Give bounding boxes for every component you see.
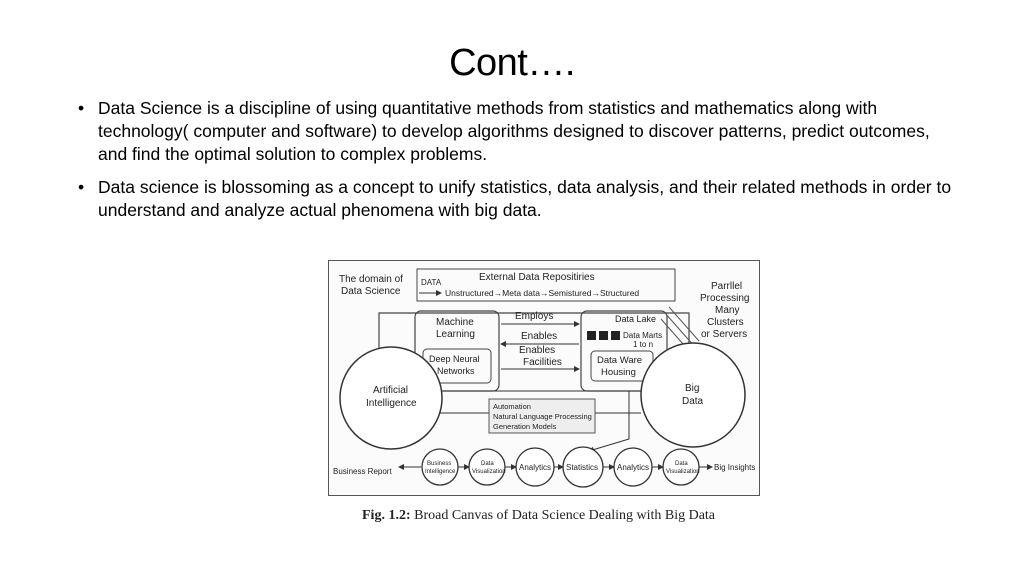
bullet-list: • Data Science is a discipline of using …: [76, 97, 956, 232]
enables-facilities-line2: Facilities: [523, 357, 562, 368]
automation-line3: Generation Models: [493, 422, 557, 431]
dv2-line2: Visualization: [666, 469, 700, 475]
dv2-line1: Data: [675, 461, 688, 467]
parallel-line3: Many: [715, 305, 739, 316]
parallel-line4: Clusters: [707, 317, 744, 328]
figure-caption: Fig. 1.2: Broad Canvas of Data Science D…: [362, 508, 762, 524]
bi-line2: Intelligence: [425, 469, 456, 475]
warehouse-line2: Housing: [601, 367, 636, 378]
employs-label: Employs: [515, 311, 553, 322]
parallel-line5: or Servers: [701, 329, 747, 340]
dataviz-circle-1: [468, 448, 506, 486]
data-mart-3: [611, 331, 620, 340]
external-repos-label: External Data Repositiries: [479, 272, 595, 283]
bullet-text: Data Science is a discipline of using qu…: [98, 98, 930, 164]
data-science-figure: The domain of Data Science External Data…: [328, 260, 760, 496]
ml-line2: Learning: [436, 329, 475, 340]
data-marts-line2: 1 to n: [633, 340, 653, 349]
dnn-line1: Deep Neural: [429, 354, 480, 364]
bigdata-line1: Big: [685, 383, 699, 394]
figure-diagram: The domain of Data Science External Data…: [333, 268, 755, 488]
statistics-label: Statistics: [566, 463, 598, 472]
hatch-line: [668, 306, 700, 342]
analytics-label-2: Analytics: [617, 463, 649, 472]
bigdata-circle: [640, 342, 746, 448]
data-lake-label: Data Lake: [615, 314, 656, 324]
external-repos-box: [416, 268, 676, 302]
bi-line1: Business: [427, 461, 451, 467]
data-mart-2: [599, 331, 608, 340]
ai-circle: [339, 346, 443, 450]
automation-line2: Natural Language Processing: [493, 412, 592, 421]
ml-line1: Machine: [436, 317, 474, 328]
caption-label: Fig. 1.2:: [362, 508, 411, 523]
bullet-dot: •: [78, 98, 85, 118]
down-arrow: [588, 391, 630, 453]
ai-line1: Artificial: [373, 385, 408, 396]
dnn-line2: Networks: [437, 366, 475, 376]
bigdata-line2: Data: [682, 396, 704, 407]
bullet-item: • Data Science is a discipline of using …: [76, 97, 956, 166]
bi-circle: [421, 448, 459, 486]
warehouse-line1: Data Ware: [597, 355, 642, 366]
automation-box: [488, 398, 596, 434]
data-label: DATA: [421, 278, 442, 287]
business-report-label: Business Report: [333, 467, 392, 476]
flow-label: Unstructured→Meta data→Semistured→Struct…: [445, 288, 639, 298]
domain-label-line2: Data Science: [341, 286, 401, 297]
slide-title: Cont….: [449, 42, 575, 84]
caption-text: Broad Canvas of Data Science Dealing wit…: [414, 508, 716, 523]
data-mart-1: [587, 331, 596, 340]
analytics-label-1: Analytics: [519, 463, 551, 472]
big-insights-label: Big Insights: [714, 463, 755, 472]
bullet-text: Data science is blossoming as a concept …: [98, 177, 952, 220]
parallel-line2: Processing: [700, 293, 749, 304]
automation-line1: Automation: [493, 402, 531, 411]
dataviz-circle-2: [662, 448, 700, 486]
hatch-line: [664, 312, 696, 348]
bullet-dot: •: [78, 177, 85, 197]
parallel-line1: Parrllel: [711, 281, 742, 292]
bullet-item: • Data science is blossoming as a concep…: [76, 176, 956, 222]
data-marts-line1: Data Marts: [623, 331, 662, 340]
domain-label-line1: The domain of: [339, 274, 403, 285]
dv1-line1: Data: [481, 461, 494, 467]
ai-line2: Intelligence: [366, 398, 417, 409]
enables-label: Enables: [521, 331, 557, 342]
enables-facilities-line1: Enables: [519, 345, 555, 356]
dv1-line2: Visualization: [472, 469, 506, 475]
